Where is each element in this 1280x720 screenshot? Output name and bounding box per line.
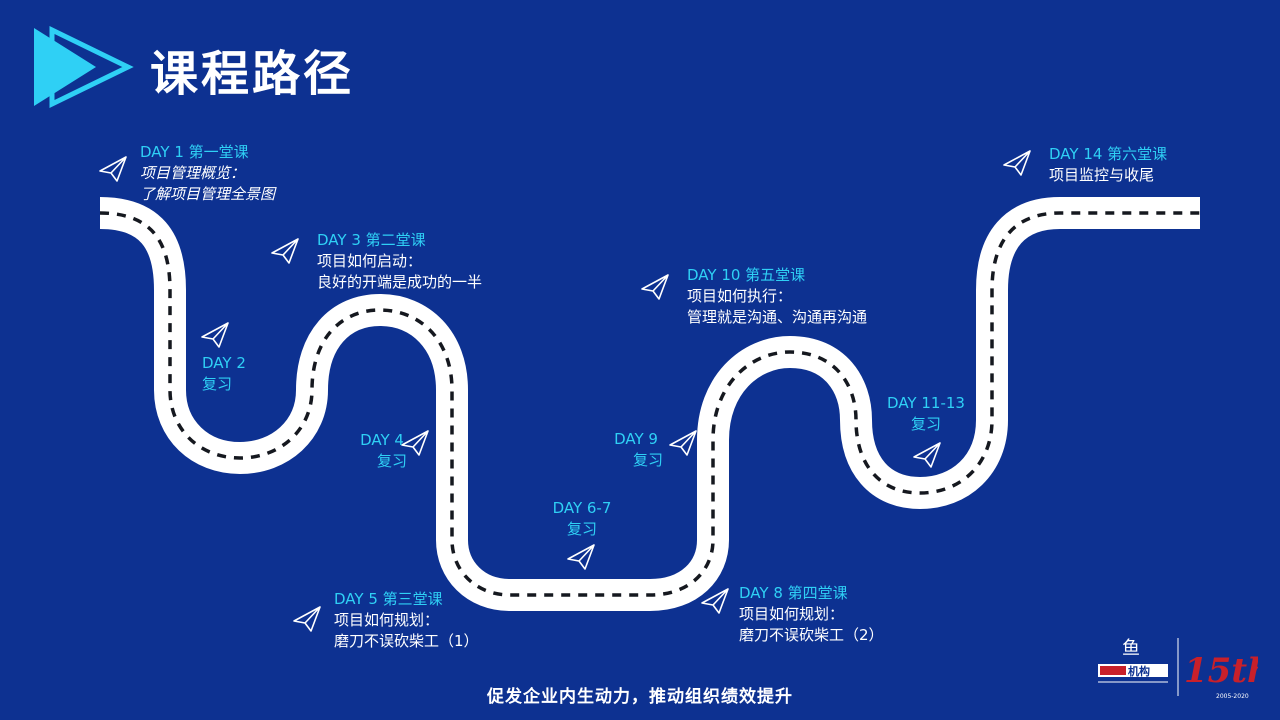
stop-day-label: DAY 14 第六堂课 — [1049, 145, 1168, 163]
stop-day-4: DAY 4 复习 — [340, 430, 424, 472]
play-icon — [34, 26, 134, 108]
stop-day-11-13: DAY 11-13 复习 — [880, 393, 972, 435]
paper-plane-icon — [669, 430, 697, 456]
winding-road — [99, 197, 1200, 611]
paper-plane-icon — [271, 238, 299, 264]
stop-day-label: DAY 3 第二堂课 — [317, 231, 426, 249]
stop-topic: 项目如何启动： — [317, 252, 423, 270]
stop-day-label: DAY 8 第四堂课 — [739, 584, 848, 602]
stop-topic: 复习 — [632, 451, 663, 469]
stop-topic: 项目管理概览： — [140, 164, 246, 182]
stop-subtitle: 良好的开端是成功的一半 — [317, 273, 483, 291]
stop-day-label: DAY 6-7 — [552, 499, 612, 517]
stop-subtitle: 了解项目管理全景图 — [140, 185, 276, 203]
stop-day-2: DAY 2 复习 — [202, 353, 246, 395]
paper-plane-icon — [701, 588, 729, 614]
stop-topic: 复习 — [910, 415, 941, 433]
paper-plane-icon — [913, 442, 941, 468]
stop-day-label: DAY 10 第五堂课 — [687, 266, 806, 284]
logo-years: 2005-2020 — [1216, 693, 1249, 700]
stop-topic: 项目如何规划： — [334, 611, 440, 629]
logo-name: 机构 — [1128, 664, 1150, 678]
stop-subtitle: 管理就是沟通、沟通再沟通 — [687, 308, 868, 326]
stop-day-10: DAY 10 第五堂课 项目如何执行： 管理就是沟通、沟通再沟通 — [687, 265, 867, 328]
paper-plane-icon — [293, 606, 321, 632]
page-title: 课程路径 — [150, 46, 355, 102]
paper-plane-icon — [201, 322, 229, 348]
stop-day-label: DAY 9 — [614, 430, 658, 448]
stop-day-8: DAY 8 第四堂课 项目如何规划： 磨刀不误砍柴工（2） — [739, 583, 884, 646]
stop-topic: 复习 — [376, 452, 407, 470]
stop-topic: 复习 — [202, 375, 233, 393]
stop-subtitle: 磨刀不误砍柴工（1） — [334, 632, 479, 650]
stop-day-3: DAY 3 第二堂课 项目如何启动： 良好的开端是成功的一半 — [317, 230, 482, 293]
stop-subtitle: 磨刀不误砍柴工（2） — [739, 626, 884, 644]
stop-topic: 项目如何执行： — [687, 287, 793, 305]
stop-day-label: DAY 1 第一堂课 — [140, 143, 249, 161]
logo-badge: 15th — [1184, 651, 1258, 691]
stop-day-label: DAY 2 — [202, 354, 246, 372]
stop-day-label: DAY 4 — [360, 431, 404, 449]
paper-plane-icon — [641, 274, 669, 300]
stop-day-9: DAY 9 复习 — [606, 429, 666, 471]
stop-day-label: DAY 5 第三堂课 — [334, 590, 443, 608]
stop-day-1: DAY 1 第一堂课 项目管理概览： 了解项目管理全景图 — [140, 142, 275, 205]
stop-topic: 复习 — [566, 520, 597, 538]
paper-plane-icon — [99, 156, 127, 182]
stop-day-6-7: DAY 6-7 复习 — [540, 498, 624, 540]
stop-day-14: DAY 14 第六堂课 项目监控与收尾 — [1049, 144, 1167, 186]
stop-topic: 项目监控与收尾 — [1049, 166, 1155, 184]
paper-plane-icon — [567, 544, 595, 570]
stop-topic: 项目如何规划： — [739, 605, 845, 623]
organization-logo: ⻥ 机构 15th 2005-2020 — [1098, 638, 1258, 700]
paper-plane-icon — [401, 430, 429, 456]
stop-day-5: DAY 5 第三堂课 项目如何规划： 磨刀不误砍柴工（1） — [334, 589, 479, 652]
svg-text:⻥: ⻥ — [1122, 638, 1140, 659]
footer-slogan: 促发企业内生动力，推动组织绩效提升 — [487, 687, 793, 707]
paper-plane-icon — [1003, 150, 1031, 176]
stop-day-label: DAY 11-13 — [887, 394, 965, 412]
